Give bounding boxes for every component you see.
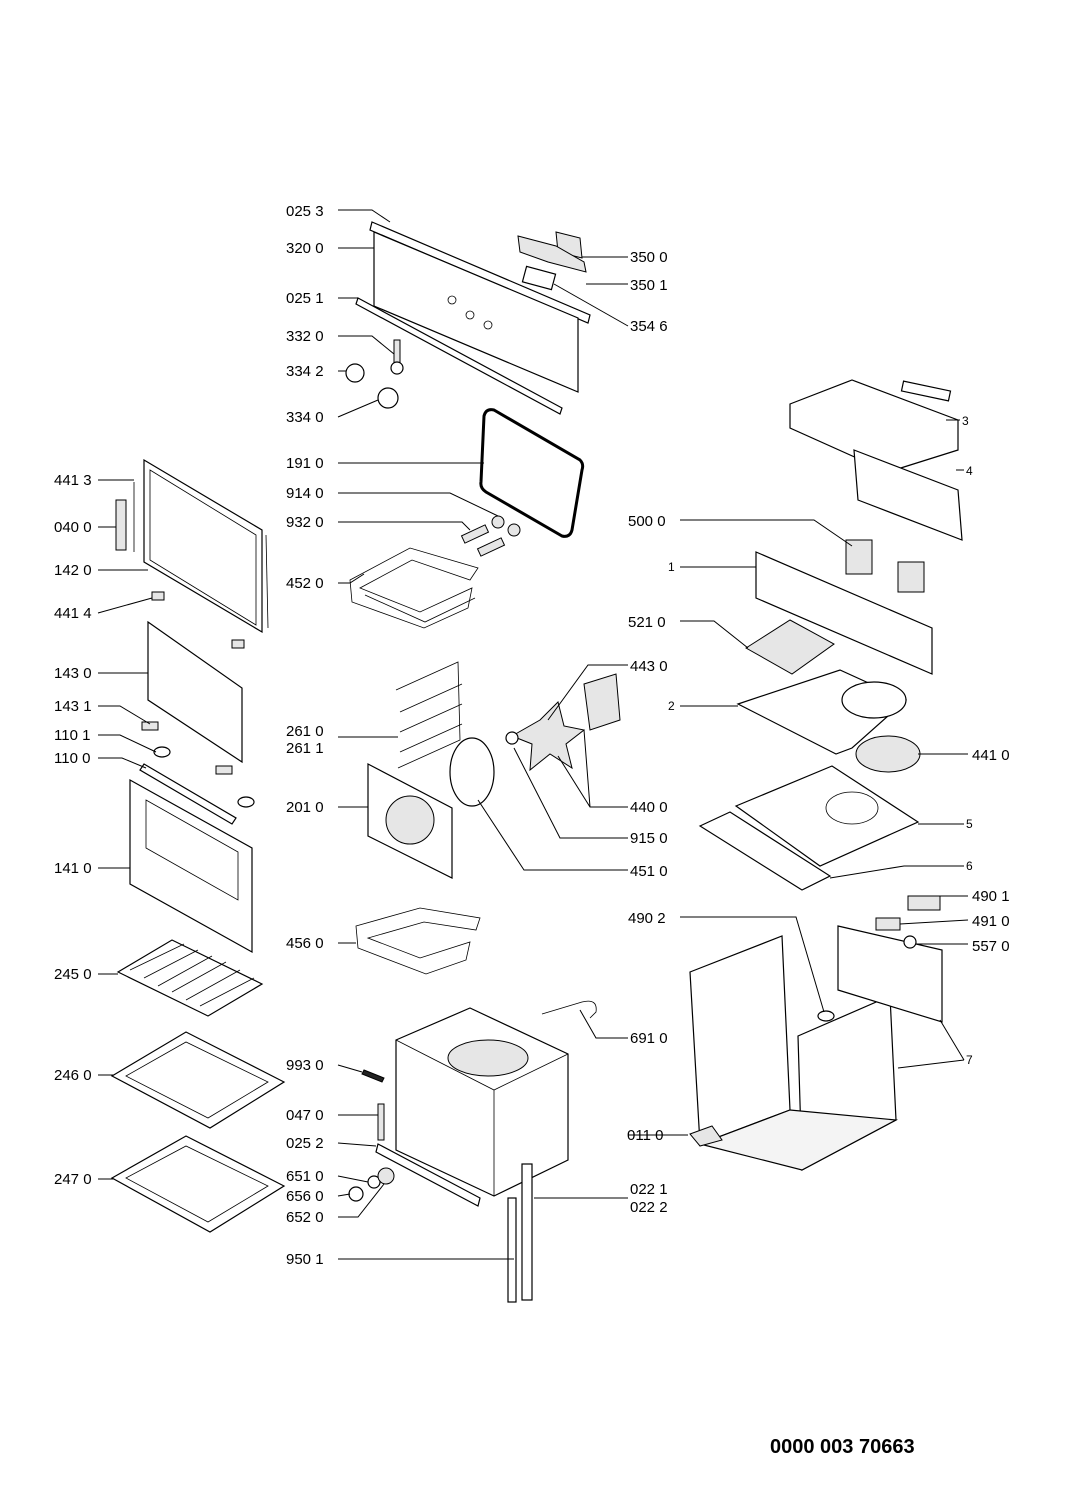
label-334-0: 334 0 bbox=[286, 409, 324, 426]
label-143-1: 143 1 bbox=[54, 698, 92, 715]
label-025-3: 025 3 bbox=[286, 203, 324, 220]
label-110-1: 110 1 bbox=[54, 727, 90, 744]
label-332-0: 332 0 bbox=[286, 328, 324, 345]
label-651-0: 651 0 bbox=[286, 1168, 324, 1185]
label-932-0: 932 0 bbox=[286, 514, 324, 531]
label-141-0: 141 0 bbox=[54, 860, 92, 877]
label-1: 1 bbox=[668, 560, 675, 574]
label-191-0: 191 0 bbox=[286, 455, 324, 472]
leader-lines bbox=[97, 209, 969, 1260]
label-047-0: 047 0 bbox=[286, 1107, 324, 1124]
label-456-0: 456 0 bbox=[286, 935, 324, 952]
label-500-0: 500 0 bbox=[628, 513, 666, 530]
label-247-0: 247 0 bbox=[54, 1171, 92, 1188]
label-110-0: 110 0 bbox=[54, 750, 90, 767]
label-691-0: 691 0 bbox=[630, 1030, 668, 1047]
label-022-2: 022 2 bbox=[630, 1199, 668, 1216]
label-025-1: 025 1 bbox=[286, 290, 324, 307]
label-656-0: 656 0 bbox=[286, 1188, 324, 1205]
label-6: 6 bbox=[966, 859, 973, 873]
label-261-0: 261 0 bbox=[286, 723, 324, 740]
label-915-0: 915 0 bbox=[630, 830, 668, 847]
label-5: 5 bbox=[966, 817, 973, 831]
label-261-1: 261 1 bbox=[286, 740, 324, 757]
label-451-0: 451 0 bbox=[630, 863, 668, 880]
label-440-0: 440 0 bbox=[630, 799, 668, 816]
label-245-0: 245 0 bbox=[54, 966, 92, 983]
label-201-0: 201 0 bbox=[286, 799, 324, 816]
label-022-1: 022 1 bbox=[630, 1181, 668, 1198]
label-7: 7 bbox=[966, 1053, 973, 1067]
label-491-0: 491 0 bbox=[972, 913, 1010, 930]
label-011-0: 011 0 bbox=[627, 1127, 663, 1144]
label-334-2: 334 2 bbox=[286, 363, 324, 380]
label-2: 2 bbox=[668, 699, 675, 713]
part-labels: 025 3 320 0 025 1 332 0 334 2 334 0 191 … bbox=[54, 203, 1010, 1268]
label-950-1: 950 1 bbox=[286, 1251, 324, 1268]
label-040-0: 040 0 bbox=[54, 519, 92, 536]
label-652-0: 652 0 bbox=[286, 1209, 324, 1226]
label-993-0: 993 0 bbox=[286, 1057, 324, 1074]
document-number: 0000 003 70663 bbox=[770, 1436, 915, 1458]
label-441-0: 441 0 bbox=[972, 747, 1010, 764]
label-441-3: 441 3 bbox=[54, 472, 92, 489]
label-452-0: 452 0 bbox=[286, 575, 324, 592]
label-320-0: 320 0 bbox=[286, 240, 324, 257]
label-143-0: 143 0 bbox=[54, 665, 92, 682]
label-3: 3 bbox=[962, 414, 969, 428]
label-4: 4 bbox=[966, 464, 973, 478]
label-350-1: 350 1 bbox=[630, 277, 668, 294]
label-246-0: 246 0 bbox=[54, 1067, 92, 1084]
label-441-4: 441 4 bbox=[54, 605, 92, 622]
label-557-0: 557 0 bbox=[972, 938, 1010, 955]
label-350-0: 350 0 bbox=[630, 249, 668, 266]
label-142-0: 142 0 bbox=[54, 562, 92, 579]
label-443-0: 443 0 bbox=[630, 658, 668, 675]
part-illustrations bbox=[110, 221, 963, 1303]
label-521-0: 521 0 bbox=[628, 614, 666, 631]
label-025-2: 025 2 bbox=[286, 1135, 324, 1152]
label-914-0: 914 0 bbox=[286, 485, 324, 502]
label-490-1: 490 1 bbox=[972, 888, 1010, 905]
label-354-6: 354 6 bbox=[630, 318, 668, 335]
label-490-2: 490 2 bbox=[628, 910, 666, 927]
